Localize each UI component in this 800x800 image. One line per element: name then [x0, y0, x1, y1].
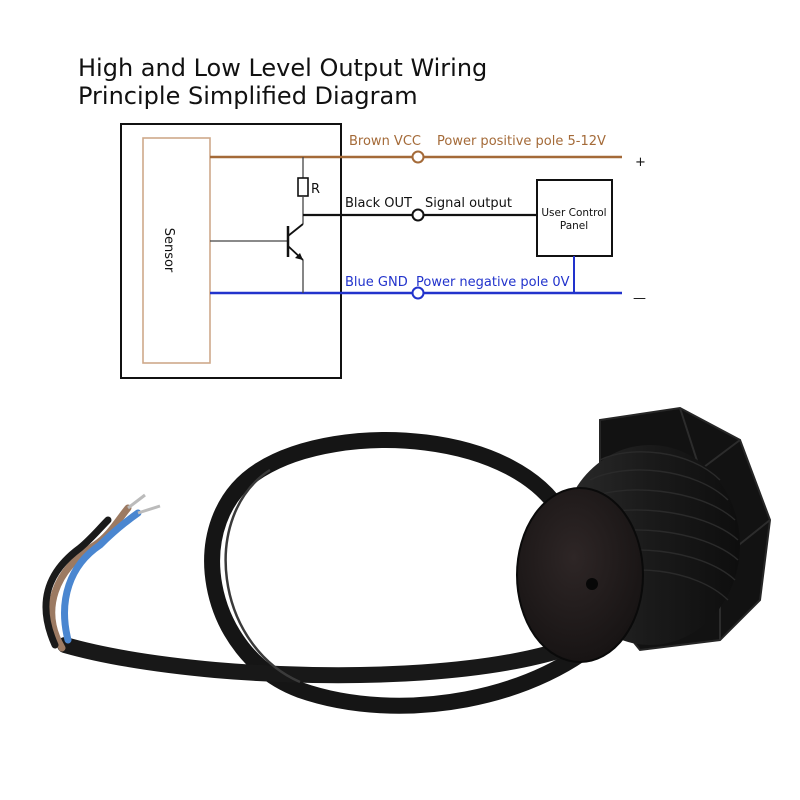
- title-line-2: Principle Simplified Diagram: [78, 82, 418, 110]
- plus-symbol: +: [635, 155, 646, 170]
- blue-wire-end: [61, 509, 142, 644]
- blue-terminal: [411, 286, 425, 300]
- transistor-emitter-arrow: [295, 253, 303, 260]
- sensor-face: [516, 487, 644, 663]
- black-wire-desc: Signal output: [425, 196, 512, 211]
- black-wire-end: [42, 516, 112, 649]
- blue-wire-desc: Power negative pole 0V: [416, 275, 570, 290]
- cable-loop: [204, 432, 618, 714]
- resistor: [297, 177, 309, 197]
- minus-symbol: —: [633, 291, 646, 306]
- brown-terminal: [411, 150, 425, 164]
- sensor-enclosure: [120, 123, 342, 379]
- panel-label-line2: Panel: [560, 220, 588, 232]
- brown-wire-label: Brown VCC: [349, 134, 421, 149]
- brown-wire-end: [48, 504, 132, 652]
- panel-label-line1: User Control: [541, 207, 606, 219]
- diagram-title: High and Low Level Output Wiring Princip…: [78, 54, 487, 110]
- black-wire-label: Black OUT: [345, 196, 412, 211]
- user-control-panel: [536, 179, 613, 257]
- cable-highlight: [224, 468, 301, 684]
- title-line-1: High and Low Level Output Wiring: [78, 54, 488, 82]
- cable-tail: [57, 622, 618, 684]
- transistor-collector: [287, 223, 304, 237]
- resistor-label: R: [311, 182, 320, 197]
- brown-wire-desc: Power positive pole 5-12V: [437, 134, 606, 149]
- sensor-label: Sensor: [161, 228, 176, 273]
- blue-wire-label: Blue GND: [345, 275, 408, 290]
- sensor-box: [142, 137, 211, 364]
- black-terminal: [411, 208, 425, 222]
- blue-wire-tip: [137, 504, 161, 515]
- sensor-aperture: [586, 578, 598, 590]
- brown-wire-tip: [127, 493, 146, 510]
